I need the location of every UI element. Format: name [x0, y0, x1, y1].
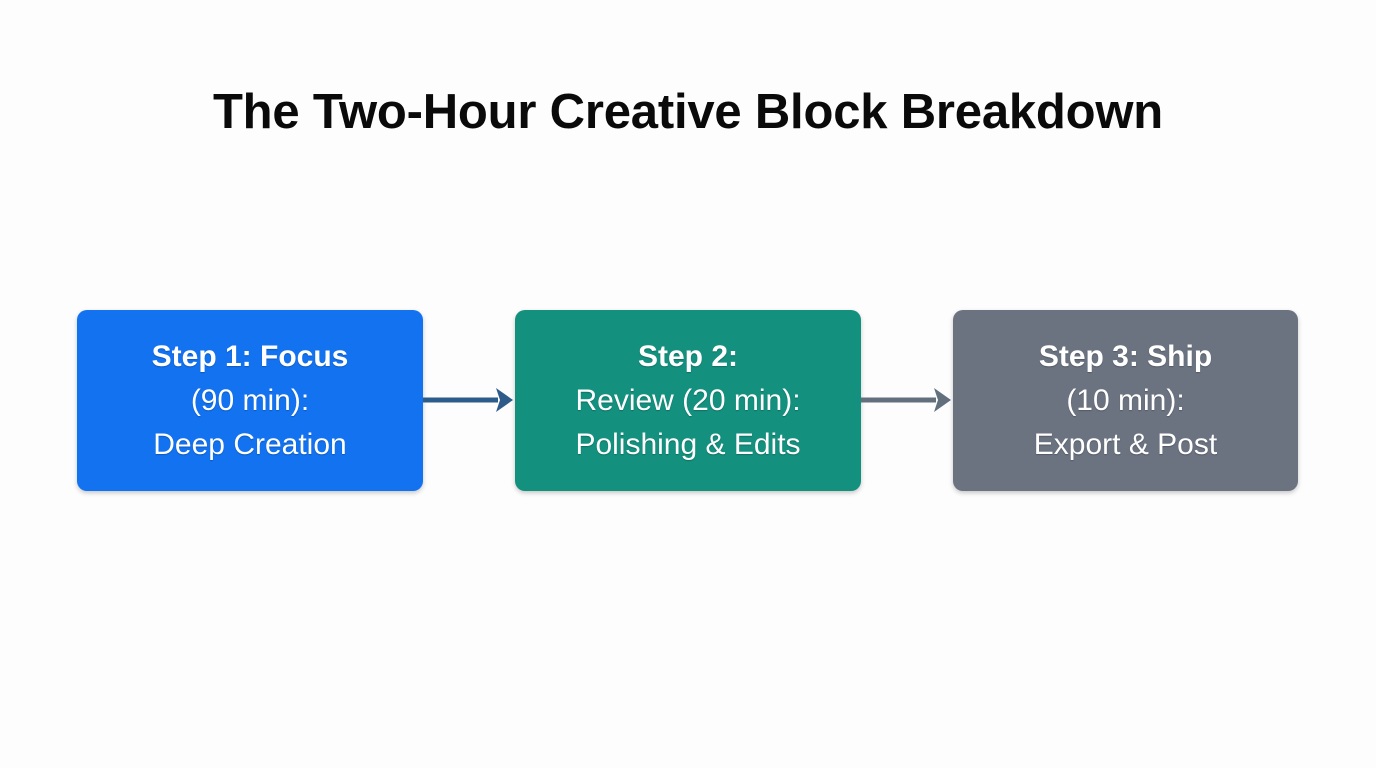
flow-node-step-2-heading: Step 2: [637, 339, 739, 373]
connector-step1-to-step2 [420, 378, 518, 422]
page-title: The Two-Hour Creative Block Breakdown [212, 85, 1164, 139]
flow-node-step-1-heading: Step 1: Focus [151, 339, 349, 373]
flow-node-step-2-detail: Polishing & Edits [575, 427, 801, 461]
flow-node-step-3-duration: (10 min): [1066, 383, 1185, 417]
flow-node-step-1[interactable]: Step 1: Focus (90 min): Deep Creation [77, 310, 423, 491]
flow-node-step-2-duration: Review (20 min): [575, 383, 801, 417]
flow-node-step-1-detail: Deep Creation [153, 427, 347, 461]
flow-node-step-3-detail: Export & Post [1033, 427, 1218, 461]
flow-node-step-3[interactable]: Step 3: Ship (10 min): Export & Post [953, 310, 1298, 491]
flow-node-step-3-heading: Step 3: Ship [1038, 339, 1213, 373]
arrow-right-icon [861, 388, 951, 412]
connector-step2-to-step3 [858, 378, 956, 422]
flow-node-step-1-duration: (90 min): [190, 383, 310, 417]
flow-node-step-2[interactable]: Step 2: Review (20 min): Polishing & Edi… [515, 310, 861, 491]
arrow-right-icon [423, 388, 513, 412]
